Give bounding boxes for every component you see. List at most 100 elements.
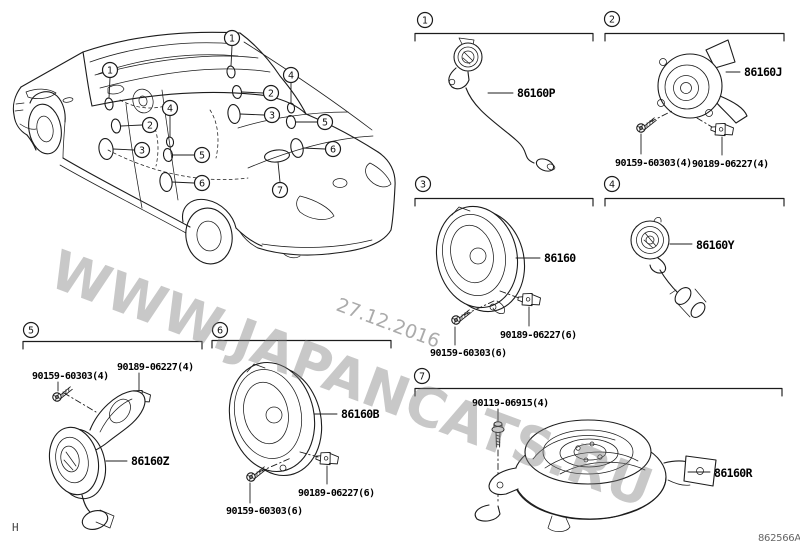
bolt-part-label: 90119-06915(4) xyxy=(472,398,549,409)
callout-circle xyxy=(271,181,289,199)
section-bracket xyxy=(604,32,785,42)
clip-part-label: 90189-06227(6) xyxy=(500,330,577,341)
screw-part-label: 90159-60303(4) xyxy=(615,158,692,169)
part-number-label: 86160P xyxy=(517,86,556,100)
callout-rear-1: 1 xyxy=(223,29,241,79)
clip-icon xyxy=(516,290,542,309)
speaker-wire xyxy=(659,269,679,294)
wire-connector xyxy=(674,287,692,305)
speaker-location-oval xyxy=(226,65,236,79)
callout-number: 2 xyxy=(268,88,274,99)
section-number-circle xyxy=(22,321,40,339)
section-number-circle xyxy=(603,175,621,193)
speaker-location-oval xyxy=(98,138,114,160)
car-callouts-front: 1 2 3 4 5 6 xyxy=(98,61,211,192)
callout-number: 6 xyxy=(199,178,205,189)
callout-number: 7 xyxy=(277,185,283,196)
speaker-location-oval xyxy=(104,97,114,111)
speaker-location-oval xyxy=(286,102,296,114)
door-speaker-drawing xyxy=(228,361,323,477)
callout-number: 4 xyxy=(167,103,173,114)
callout-number: 1 xyxy=(107,65,113,76)
speaker-location-oval xyxy=(285,114,297,130)
screw-icon xyxy=(50,385,75,403)
section-number: 7 xyxy=(419,371,425,382)
callout-front-3: 3 xyxy=(98,138,151,160)
clip-part-label: 90189-06227(4) xyxy=(117,362,194,373)
section-bracket xyxy=(22,340,203,350)
section-4: 4 86160Y xyxy=(603,175,785,318)
callout-rear-4: 4 xyxy=(282,66,300,114)
assembly-dash-line xyxy=(299,451,319,458)
callout-circle xyxy=(141,116,159,134)
callout-circle xyxy=(316,113,334,131)
callout-number: 3 xyxy=(269,110,275,121)
callout-rear-2: 2 xyxy=(231,84,280,102)
callout-circle xyxy=(101,61,119,79)
part-number-label: 86160 xyxy=(544,251,576,265)
section-bracket xyxy=(414,197,594,207)
tweeter-speaker-drawing xyxy=(448,37,556,172)
callout-number: 6 xyxy=(330,144,336,155)
screw-icon xyxy=(449,308,474,326)
speaker-wire xyxy=(81,494,91,513)
assembly-dash-line xyxy=(63,392,97,413)
subwoofer-location-oval xyxy=(264,149,290,163)
callout-number: 2 xyxy=(147,120,153,131)
section-number: 5 xyxy=(28,325,34,336)
assembly-dash-line xyxy=(649,110,673,123)
callout-front-4: 4 xyxy=(161,99,179,148)
callout-circle xyxy=(193,174,211,192)
callout-circle xyxy=(223,29,241,47)
wire-connector xyxy=(535,158,555,172)
door-speaker-drawing xyxy=(657,39,748,124)
door-speaker-drawing xyxy=(435,205,526,314)
section-7: 7 90119-06915(4) xyxy=(413,367,783,532)
section-6: 6 86160B 90189-06227(6) 90159-60303(6) xyxy=(211,321,392,517)
section-bracket xyxy=(211,339,392,349)
callout-rear-5: 5 xyxy=(285,113,334,131)
callout-circle xyxy=(282,66,300,84)
section-1: 1 86160P xyxy=(414,11,594,172)
assembly-dash-line xyxy=(499,290,520,299)
callout-number: 3 xyxy=(139,145,145,156)
callout-circle xyxy=(263,106,281,124)
sheet-code: H xyxy=(12,521,19,534)
callout-front-5: 5 xyxy=(162,146,211,164)
callout-front-6: 6 xyxy=(159,172,211,192)
tweeter-speaker-drawing xyxy=(630,217,707,318)
section-number: 2 xyxy=(609,14,615,25)
part-number-label: 86160Y xyxy=(696,238,735,252)
speaker-location-oval xyxy=(165,136,175,148)
speaker-location-oval xyxy=(159,172,173,192)
tweeter-bracket-speaker-drawing xyxy=(48,390,146,531)
callout-rear-6: 6 xyxy=(290,138,342,158)
part-number-label: 86160J xyxy=(744,65,782,79)
section-2: 2 86160J 90159-60303(4) 90189-06227(4) xyxy=(603,10,785,170)
callout-front-1: 1 xyxy=(101,61,119,111)
section-number-circle xyxy=(211,321,229,339)
clip-part-label: 90189-06227(4) xyxy=(692,159,769,170)
section-number: 6 xyxy=(217,325,223,336)
speaker-location-oval xyxy=(290,138,304,158)
speaker-location-oval xyxy=(162,147,174,163)
callout-front-2: 2 xyxy=(110,116,159,134)
callout-circle xyxy=(262,84,280,102)
section-5: 5 90159-60303(4) 90189-06227(4) 86160Z xyxy=(22,321,203,531)
speaker-location-oval xyxy=(110,118,122,134)
section-number-circle xyxy=(416,11,434,29)
assembly-dash-line xyxy=(696,117,713,128)
wire-connector xyxy=(81,509,109,531)
callout-circle xyxy=(193,146,211,164)
speaker-location-oval xyxy=(227,104,241,124)
callout-number: 4 xyxy=(288,70,294,81)
bolt-icon xyxy=(491,421,505,448)
car-callouts-rear: 1 2 3 4 5 6 xyxy=(223,29,342,199)
screw-part-label: 90159-60303(6) xyxy=(226,506,303,517)
section-number: 3 xyxy=(420,179,426,190)
callout-rear-3: 3 xyxy=(227,104,281,124)
clip-part-label: 90189-06227(6) xyxy=(298,488,375,499)
part-number-label: 86160R xyxy=(714,466,753,480)
subwoofer-drawing xyxy=(474,419,717,532)
callout-number: 1 xyxy=(229,33,235,44)
